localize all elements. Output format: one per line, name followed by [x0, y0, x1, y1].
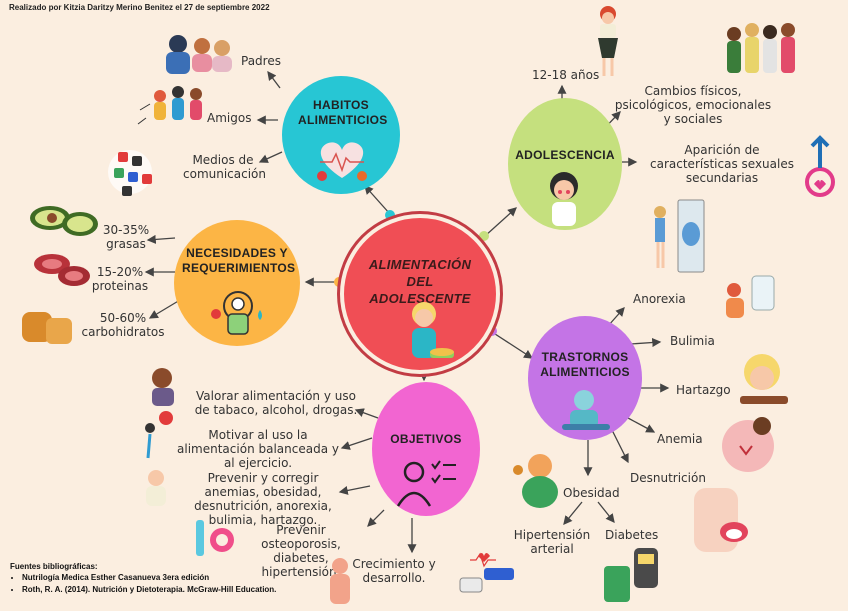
arrow-to-habitos: [364, 185, 391, 215]
adolescencia-title: ADOLESCENCIA: [515, 148, 615, 162]
center-node: ALIMENTACIÓN DEL ADOLESCENTE: [340, 214, 500, 374]
objetivos-prevenir-anemias-label: Prevenir y corregir anemias, obesidad, d…: [194, 471, 332, 527]
habitos-node: HABITOS ALIMENTICIOS: [282, 76, 400, 194]
trastornos-anemia-label: Anemia: [657, 432, 703, 446]
objetivos-prevenir-osteoporosis-label: Prevenir osteoporosis, diabetes, hiperte…: [261, 523, 341, 579]
necesidades-title: NECESIDADES Y REQUERIMIENTOS: [182, 246, 296, 275]
trastornos-obesidad-label: Obesidad: [563, 486, 620, 500]
eating-person-icon: [562, 390, 610, 430]
necesidades-proteinas-label: 15-20% proteinas: [91, 265, 149, 293]
habitos-amigos-label: Amigos: [207, 111, 252, 125]
teen-eating-salad-illustration: [412, 302, 454, 358]
habitos-medios-label: Medios de comunicación: [183, 153, 267, 181]
adolescencia-caracteristicas-label: Aparición de características sexuales se…: [650, 143, 794, 185]
trastornos-desnutricion-label: Desnutrición: [630, 471, 706, 485]
source-item: Roth, R. A. (2014). Nutrición y Dietoter…: [22, 584, 276, 596]
objetivos-title: OBJETIVOS: [390, 432, 462, 446]
teen-girl-icon: [550, 172, 578, 226]
adolescencia-node: ADOLESCENCIA: [508, 98, 622, 230]
nutrition-person-icon: [211, 291, 262, 335]
adolescencia-edad-label: 12-18 años: [532, 68, 600, 82]
objetivos-crecimiento-label: Crecimiento y desarrollo.: [352, 557, 436, 585]
heart-food-icon: [317, 142, 367, 181]
sources-block: Fuentes bibliográficas: Nutrilogía Medic…: [10, 562, 276, 596]
sources-heading: Fuentes bibliográficas:: [10, 562, 98, 571]
adolescencia-cambios-label: Cambios físicos, psicológicos, emocional…: [614, 84, 772, 126]
author-credit: Realizado por Kitzia Daritzy Merino Beni…: [9, 3, 270, 12]
necesidades-carbohidratos-label: 50-60% carbohidratos: [81, 311, 165, 339]
checklist-person-icon: [396, 460, 456, 507]
objetivos-valorar-label: Valorar alimentación y uso de tabaco, al…: [194, 389, 358, 417]
habitos-title: HABITOS ALIMENTICIOS: [298, 98, 388, 127]
source-item: Nutrilogía Medica Esther Casanueva 3era …: [22, 572, 276, 584]
necesidades-node: NECESIDADES Y REQUERIMIENTOS: [174, 220, 300, 346]
arrow-to-trastornos: [491, 331, 534, 359]
objetivos-motivar-label: Motivar al uso la alimentación balancead…: [177, 428, 339, 470]
trastornos-bulimia-label: Bulimia: [670, 334, 715, 348]
center-title: ALIMENTACIÓN DEL ADOLESCENTE: [368, 257, 472, 306]
trastornos-anorexia-label: Anorexia: [633, 292, 686, 306]
trastornos-title: TRASTORNOS ALIMENTICIOS: [540, 350, 630, 379]
trastornos-hipertension-label: Hipertensión arterial: [513, 528, 591, 556]
trastornos-diabetes-label: Diabetes: [605, 528, 659, 542]
trastornos-hartazgo-label: Hartazgo: [676, 383, 731, 397]
trastornos-node: TRASTORNOS ALIMENTICIOS: [528, 316, 642, 440]
necesidades-grasas-label: 30-35% grasas: [102, 223, 150, 251]
habitos-padres-label: Padres: [241, 54, 281, 68]
objetivos-node: OBJETIVOS: [372, 382, 480, 516]
arrow-to-adolescencia: [484, 207, 517, 237]
